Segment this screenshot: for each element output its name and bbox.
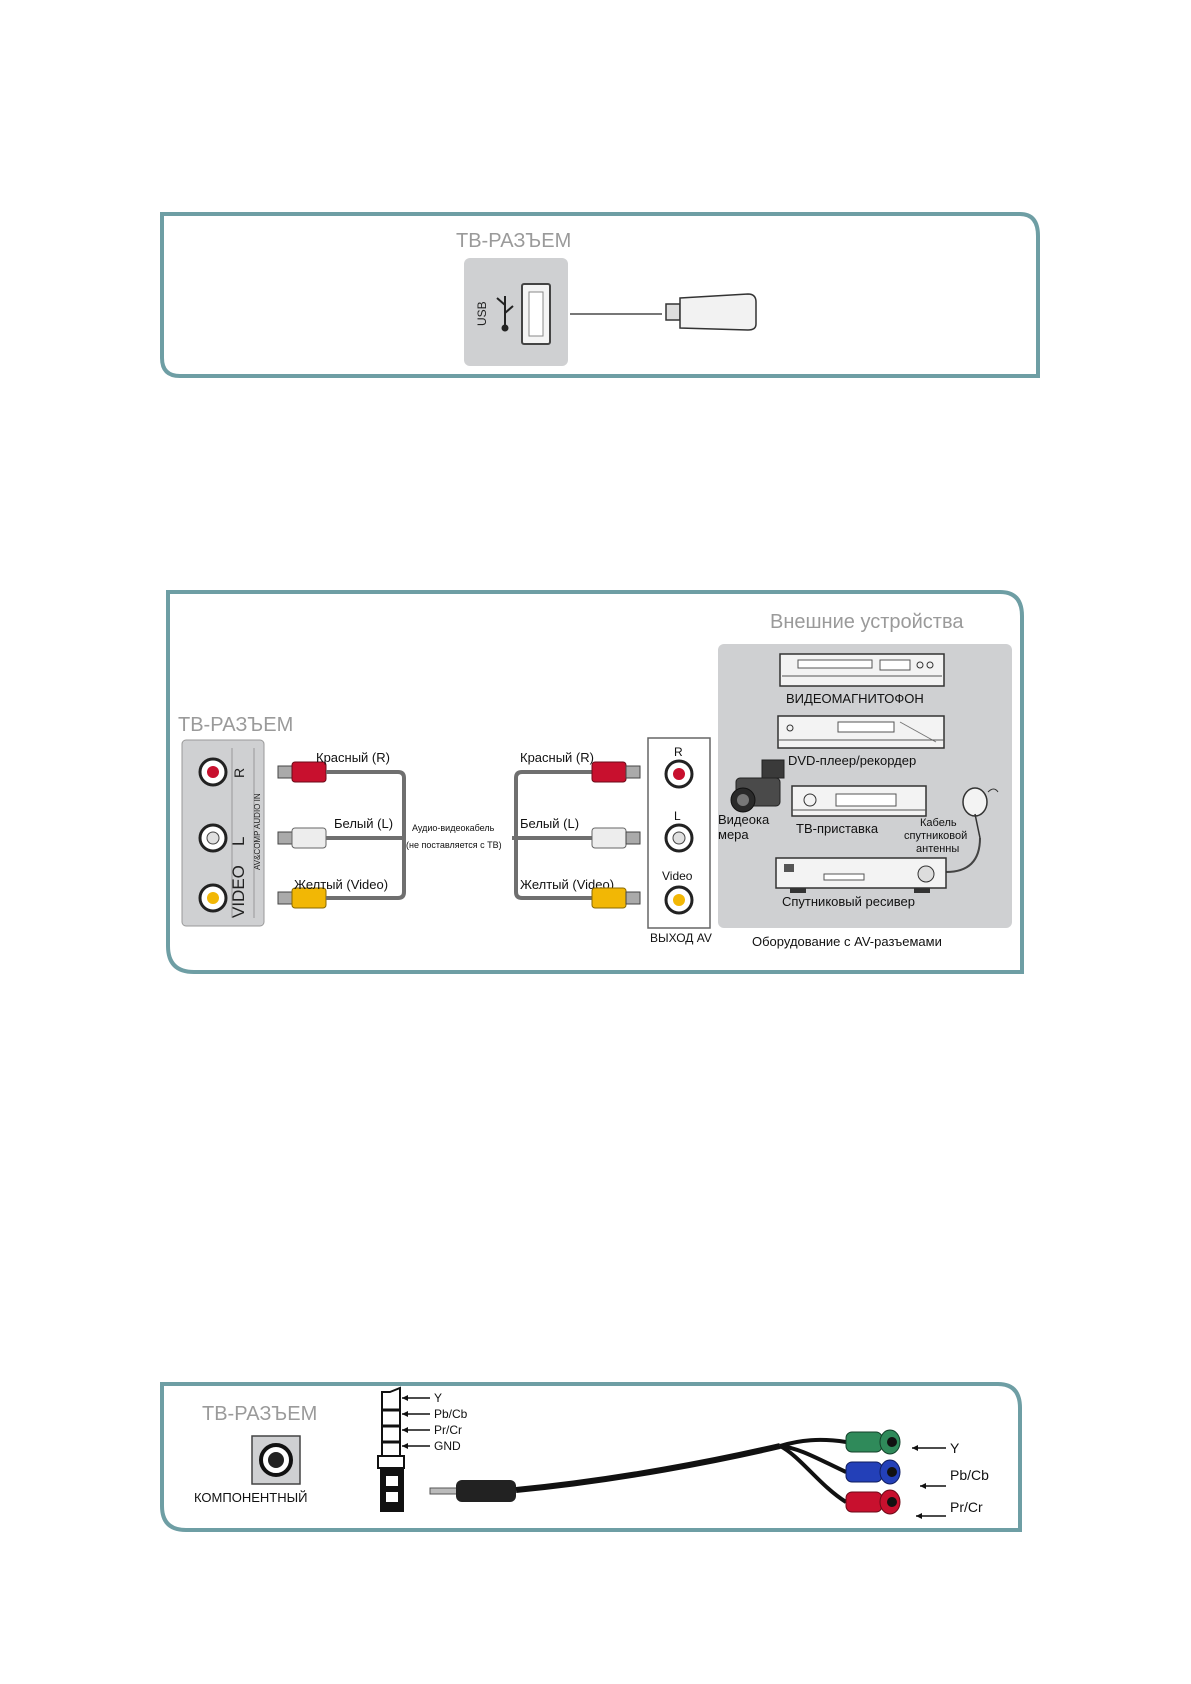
av-right-plug-red <box>591 761 641 783</box>
usb-flash-drive-icon <box>665 293 757 331</box>
rca-plug-blue <box>845 1459 901 1485</box>
device-sat-cable-label-2: спутниковой <box>904 830 967 842</box>
rca-plug-red <box>845 1489 901 1515</box>
plug-pin-pr-label: Pr/Cr <box>434 1423 462 1437</box>
device-dvd-label: DVD-плеер/рекордер <box>788 753 916 768</box>
usb-port-slot <box>528 291 544 337</box>
av-right-label-white: Белый (L) <box>520 816 579 831</box>
av-left-plug-red <box>277 761 327 783</box>
satellite-dish-icon <box>962 787 999 839</box>
rca-label-pr: Pr/Cr <box>950 1499 983 1515</box>
device-sat-receiver-label: Спутниковый ресивер <box>782 894 915 909</box>
device-sat-cable-label-3: антенны <box>916 843 959 855</box>
device-vcr-label: ВИДЕОМАГНИТОФОН <box>786 691 924 706</box>
av-tv-jack-l-label: L <box>229 837 248 846</box>
av-tv-jack-video[interactable] <box>198 883 228 913</box>
av-out-caption: ВЫХОД AV <box>650 931 712 945</box>
av-out-jack-r-label: R <box>674 745 683 759</box>
usb-panel: ТВ-РАЗЪЕМ USB <box>160 212 1040 378</box>
av-left-plug-white <box>277 827 327 849</box>
av-right-label-yellow: Желтый (Video) <box>520 877 614 892</box>
av-out-jack-l[interactable] <box>664 823 694 853</box>
av-cable-note-2: (не поставляется с ТВ) <box>406 840 502 850</box>
component-jack[interactable] <box>251 1435 301 1485</box>
av-left-label-red: Красный (R) <box>316 750 390 765</box>
av-right-plug-yellow <box>591 887 641 909</box>
usb-trident-icon <box>496 296 514 332</box>
av-left-label-white: Белый (L) <box>334 816 393 831</box>
av-tv-jack-l[interactable] <box>198 823 228 853</box>
camcorder-icon <box>730 759 785 813</box>
device-camera-label-1: Видеока <box>718 812 770 827</box>
av-out-jack-video[interactable] <box>664 885 694 915</box>
rca-plug-green <box>845 1429 901 1455</box>
plug-pin-gnd-label: GND <box>434 1439 461 1453</box>
device-camera-label-2: мера <box>718 827 749 842</box>
av-out-jack-video-label: Video <box>662 869 693 883</box>
component-jack-label: КОМПОНЕНТНЫЙ <box>194 1490 307 1505</box>
av-right-plug-white <box>591 827 641 849</box>
rca-label-y: Y <box>950 1440 960 1456</box>
av-tv-jack-video-label: VIDEO <box>229 865 248 918</box>
av-external-title: Внешние устройства <box>770 611 964 633</box>
dvd-player-icon <box>777 715 945 749</box>
comp-panel-title: ТВ-РАЗЪЕМ <box>202 1403 317 1425</box>
av-panel: ТВ-РАЗЪЕМ R L VIDEO AV&COMP AUDIO IN <box>166 590 1024 974</box>
component-plug-diagram <box>377 1386 430 1512</box>
av-left-plug-yellow <box>277 887 327 909</box>
plug-pin-y-label: Y <box>434 1391 442 1405</box>
av-out-jack-l-label: L <box>674 809 681 823</box>
satellite-receiver-icon <box>775 857 947 893</box>
device-sat-cable-label-1: Кабель <box>920 817 957 829</box>
rca-label-pb: Pb/Cb <box>950 1467 989 1483</box>
vcr-icon <box>779 653 945 687</box>
av-left-label-yellow: Желтый (Video) <box>294 877 388 892</box>
av-out-jack-r[interactable] <box>664 759 694 789</box>
av-tv-jack-r[interactable] <box>198 757 228 787</box>
stb-icon <box>791 785 927 817</box>
component-panel: ТВ-РАЗЪЕМ КОМПОНЕНТНЫЙ <box>160 1382 1022 1532</box>
av-tv-title: ТВ-РАЗЪЕМ <box>178 714 293 736</box>
av-right-label-red: Красный (R) <box>520 750 594 765</box>
av-tv-jack-r-label: R <box>231 768 247 778</box>
device-stb-label: ТВ-приставка <box>796 821 879 836</box>
av-equipment-caption: Оборудование с AV-разъемами <box>752 934 942 949</box>
component-cable <box>429 1437 848 1504</box>
av-cable-note-1: Аудио-видеокабель <box>412 823 495 833</box>
plug-pin-pb-label: Pb/Cb <box>434 1407 468 1421</box>
av-tv-side-label: AV&COMP AUDIO IN <box>253 793 262 870</box>
usb-port-label: USB <box>475 301 489 326</box>
usb-panel-title: ТВ-РАЗЪЕМ <box>456 230 571 252</box>
